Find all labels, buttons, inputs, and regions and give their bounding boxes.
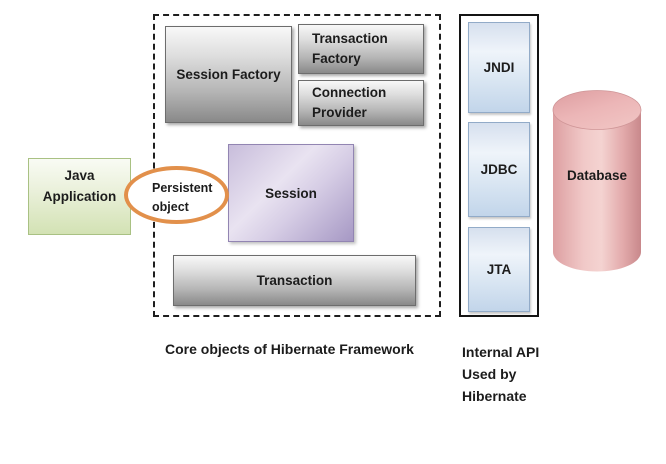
internal-api-frame xyxy=(459,14,539,317)
session-factory-box: Session Factory xyxy=(165,26,292,123)
database-cylinder: Database xyxy=(552,90,642,272)
jndi-box: JNDI xyxy=(468,22,530,113)
jta-box: JTA xyxy=(468,227,530,312)
persistent-object-label-line2: object xyxy=(152,200,189,214)
jndi-label: JNDI xyxy=(483,60,515,75)
internal-api-caption-line1: Internal API xyxy=(462,344,540,360)
transaction-factory-label-line2: Factory xyxy=(312,51,361,66)
internal-api-caption-line3: Hibernate xyxy=(462,388,527,404)
transaction-factory-label-line1: Transaction xyxy=(312,31,388,46)
database-label: Database xyxy=(566,168,628,183)
transaction-label: Transaction xyxy=(256,273,333,288)
java-application-box: Java Application xyxy=(28,158,131,235)
java-application-label-line1: Java xyxy=(64,168,95,183)
database-cylinder-shape xyxy=(552,90,642,272)
internal-api-caption: Internal API Used by Hibernate xyxy=(462,341,539,407)
connection-provider-label-line2: Provider xyxy=(312,105,367,120)
java-application-label-line2: Application xyxy=(42,189,117,204)
jdbc-box: JDBC xyxy=(468,122,530,217)
connection-provider-box: Connection Provider xyxy=(298,80,424,126)
core-objects-dashed-frame xyxy=(153,14,441,317)
persistent-object-ellipse: Persistent object xyxy=(124,166,229,224)
core-objects-caption: Core objects of Hibernate Framework xyxy=(165,341,414,357)
transaction-factory-box: Transaction Factory xyxy=(298,24,424,74)
internal-api-caption-line2: Used by xyxy=(462,366,517,382)
connection-provider-label-line1: Connection xyxy=(312,85,387,100)
persistent-object-label-line1: Persistent xyxy=(152,181,213,195)
session-box: Session xyxy=(228,144,354,242)
transaction-box: Transaction xyxy=(173,255,416,306)
jta-label: JTA xyxy=(486,262,512,277)
session-factory-label: Session Factory xyxy=(176,67,281,82)
session-label: Session xyxy=(265,185,317,201)
jdbc-label: JDBC xyxy=(480,162,518,177)
